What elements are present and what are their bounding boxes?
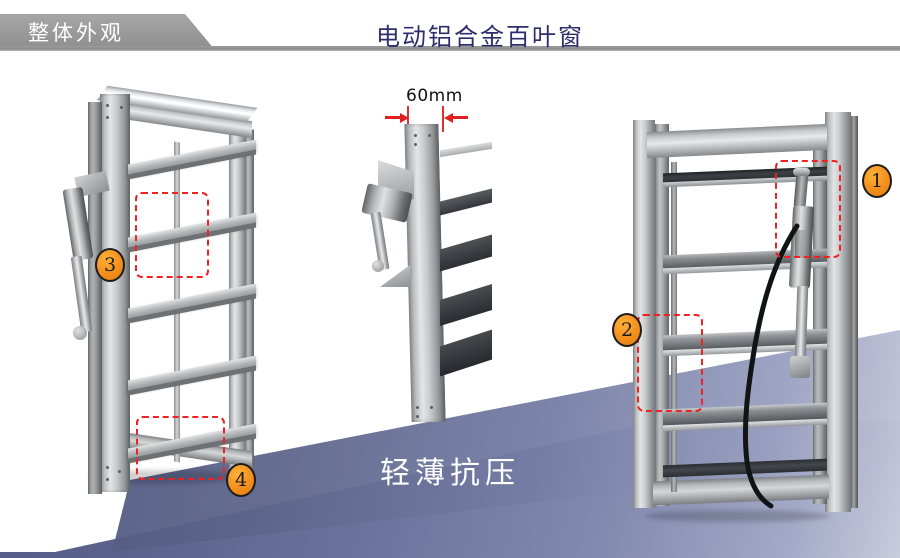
louver-right-view <box>625 110 875 530</box>
highlight-box-3 <box>135 192 209 278</box>
page-title: 电动铝合金百叶窗 <box>376 22 584 51</box>
profile-screw <box>430 406 433 409</box>
louver-slat-side <box>440 329 492 377</box>
frame-jamb-right-outer-right <box>825 112 851 512</box>
header-divider <box>0 46 900 51</box>
dimension-label-60mm: 60mm <box>406 86 463 106</box>
power-cable <box>742 223 800 509</box>
dim-arrow-shaft-left <box>385 116 401 119</box>
screw-dot <box>118 470 121 473</box>
right-view-shadow <box>645 510 830 522</box>
frame-front-post <box>100 94 130 492</box>
louver-slat-side <box>440 141 492 158</box>
page-header: 整体外观 电动铝合金百叶窗 <box>0 0 900 66</box>
screw-dot <box>106 104 109 107</box>
dim-arrow-head-right <box>444 112 453 123</box>
dim-arrow-shaft-right <box>452 116 468 119</box>
louver-slat-side <box>440 234 492 272</box>
profile-screw <box>416 406 419 409</box>
section-tab-label: 整体外观 <box>28 21 124 45</box>
louver-slat-side <box>440 188 492 216</box>
louver-middle-view: 60mm <box>361 86 530 440</box>
dim-arrow-head-left <box>400 112 409 123</box>
actuator-label-band <box>795 230 809 258</box>
highlight-box-4 <box>136 416 225 480</box>
frame-profile-side <box>404 124 446 422</box>
profile-screw <box>414 134 417 137</box>
callout-marker-3[interactable]: 3 <box>95 248 125 282</box>
frame-front-post-edge <box>88 102 102 494</box>
actuator-head-pin <box>793 168 810 176</box>
louver-slat-side <box>440 284 492 326</box>
highlight-box-1 <box>775 160 841 258</box>
tie-bar-right <box>671 162 677 492</box>
screw-dot <box>120 106 123 109</box>
actuator-rod-end-left <box>73 326 87 340</box>
callout-marker-4[interactable]: 4 <box>226 463 256 497</box>
extension-line-right <box>442 106 444 132</box>
actuator-pivot-middle <box>372 260 384 272</box>
highlight-box-2 <box>637 314 703 412</box>
callout-marker-1[interactable]: 1 <box>862 164 892 198</box>
product-tagline: 轻薄抗压 <box>380 456 520 491</box>
section-tab <box>0 14 215 50</box>
screw-dot <box>106 116 109 119</box>
screw-dot <box>106 478 109 481</box>
frame-right-edge-strip <box>851 116 858 508</box>
profile-screw <box>416 415 419 418</box>
profile-screw <box>414 143 417 146</box>
screw-dot <box>106 466 109 469</box>
callout-marker-2[interactable]: 2 <box>612 313 642 347</box>
actuator-foot-bracket <box>790 356 810 378</box>
profile-screw <box>428 134 431 137</box>
louver-left-view <box>60 85 300 518</box>
